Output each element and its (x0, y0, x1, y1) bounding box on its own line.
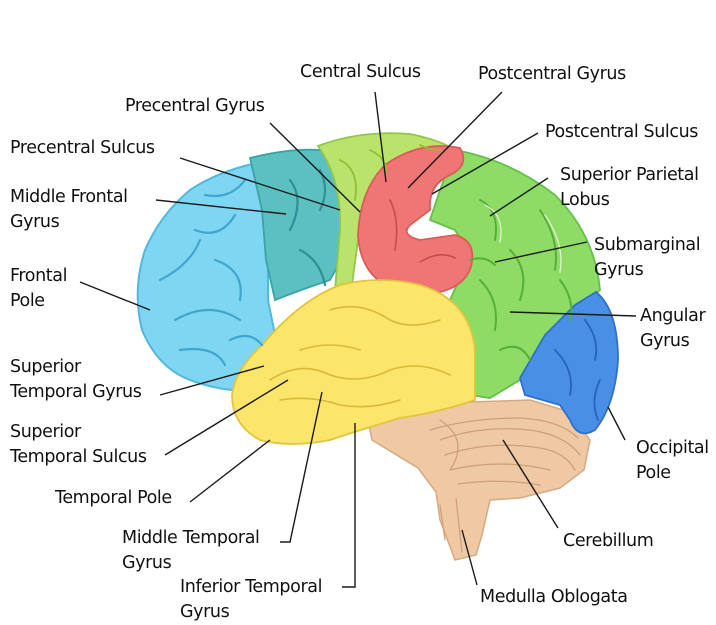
label-cerebillum: Cerebillum (563, 531, 654, 551)
label-frontal-pole: Frontal Pole (10, 266, 68, 311)
label-middle-frontal-gyrus: Middle Frontal Gyrus (10, 187, 128, 232)
occipital-region (519, 290, 619, 435)
temporal-region (231, 279, 476, 445)
label-superior-temporal-gyrus: Superior Temporal Gyrus (10, 357, 142, 402)
postcentral-region (357, 145, 474, 294)
label-middle-temporal-gyrus: Middle Temporal Gyrus (122, 528, 260, 573)
label-medulla-oblogata: Medulla Oblogata (480, 587, 628, 607)
label-superior-temporal-sulcus: Superior Temporal Sulcus (10, 422, 147, 467)
cerebellum-region (367, 399, 591, 561)
label-submarginal-gyrus: Submarginal Gyrus (594, 235, 701, 280)
label-postcentral-gyrus: Postcentral Gyrus (478, 64, 626, 84)
gyri-folds (158, 144, 601, 421)
frontal-pole-region (136, 160, 282, 392)
label-occipital-pole: Occipital Pole (636, 438, 709, 483)
label-central-sulcus: Central Sulcus (300, 62, 421, 82)
label-inferior-temporal-gyrus: Inferior Temporal Gyrus (180, 577, 323, 622)
label-temporal-pole: Temporal Pole (55, 488, 172, 508)
label-postcentral-sulcus: Postcentral Sulcus (545, 122, 698, 142)
leader-lines (79, 91, 637, 588)
label-angular-gyrus: Angular Gyrus (640, 306, 706, 351)
label-superior-parietal-lobus: Superior Parietal Lobus (560, 165, 699, 210)
label-precentral-gyrus: Precentral Gyrus (125, 96, 265, 116)
label-precentral-sulcus: Precentral Sulcus (10, 138, 155, 158)
